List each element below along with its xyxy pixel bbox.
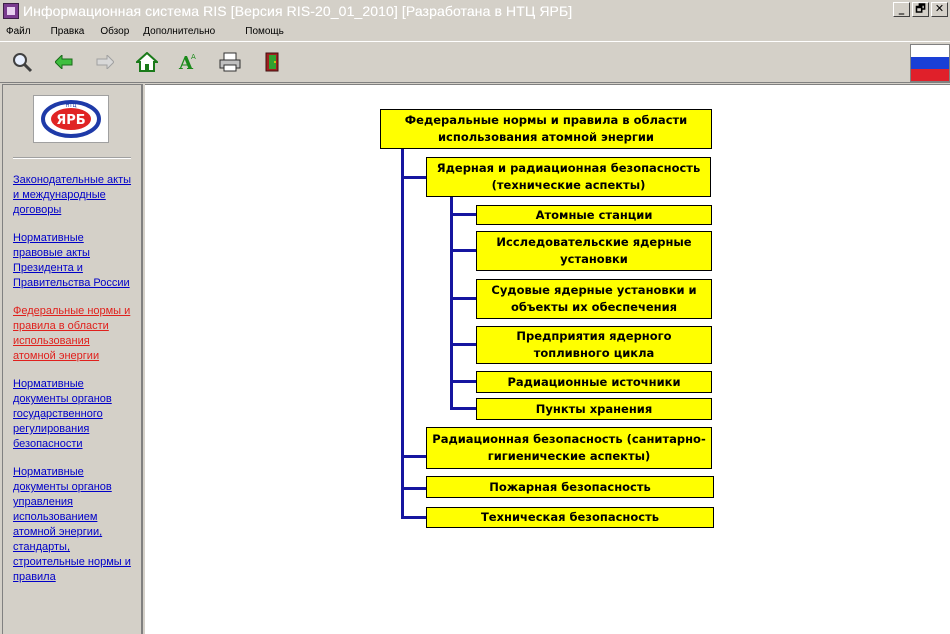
menu-view[interactable]: Обзор <box>100 25 130 37</box>
svg-text:A: A <box>191 53 196 61</box>
connector-main-vertical <box>401 149 404 518</box>
diagram-root-box[interactable]: Федеральные нормы и правила в области ис… <box>380 109 712 149</box>
forward-arrow-icon[interactable] <box>93 50 117 74</box>
connector-level2-0 <box>450 213 476 216</box>
connector-level1-0 <box>401 176 426 179</box>
menu-file[interactable]: Файл <box>6 25 31 37</box>
menu-edit[interactable]: Правка <box>50 25 85 37</box>
sidebar-link-laws[interactable]: Законодательные акты и международные дог… <box>13 174 132 216</box>
logo-text: ЯРБ <box>56 113 85 128</box>
sidebar-link-regulatory-docs[interactable]: Нормативные документы органов государств… <box>13 378 112 450</box>
menu-bar: Файл Правка Обзор Дополнительно Помощь <box>0 22 950 40</box>
window-controls: _ 🗗 ✕ <box>893 2 948 17</box>
maximize-button[interactable]: 🗗 <box>912 2 929 17</box>
sidebar-link-president-acts[interactable]: Нормативные правовые акты Президента и П… <box>13 232 130 289</box>
content-area: Федеральные нормы и правила в области ис… <box>145 84 950 634</box>
sidebar-nav: Законодательные акты и международные дог… <box>13 173 135 598</box>
menu-extra[interactable]: Дополнительно <box>143 25 216 37</box>
connector-level1-3 <box>401 516 426 519</box>
diagram-node-fire-safety[interactable]: Пожарная безопасность <box>426 476 714 498</box>
diagram-node-storage[interactable]: Пункты хранения <box>476 398 712 420</box>
title-bar: Информационная система RIS [Версия RIS-2… <box>0 0 950 21</box>
logo-small-text: НТЦ <box>66 103 77 109</box>
diagram-node-nuclear-safety[interactable]: Ядерная и радиационная безопасность (тех… <box>426 157 711 197</box>
back-arrow-icon[interactable] <box>52 50 76 74</box>
minimize-button[interactable]: _ <box>893 2 910 17</box>
sidebar-link-federal-norms[interactable]: Федеральные нормы и правила в области ис… <box>13 305 131 362</box>
exit-door-icon[interactable] <box>260 50 284 74</box>
connector-level2-5 <box>450 407 476 410</box>
menu-help[interactable]: Помощь <box>245 25 284 37</box>
diagram-node-radiation-sources[interactable]: Радиационные источники <box>476 371 712 393</box>
logo: НТЦ ЯРБ <box>33 95 109 143</box>
search-icon[interactable] <box>10 50 34 74</box>
window-title: Информационная система RIS [Версия RIS-2… <box>23 2 573 19</box>
connector-sub-vertical <box>450 197 453 410</box>
connector-level2-4 <box>450 380 476 383</box>
close-button[interactable]: ✕ <box>931 2 948 17</box>
app-icon <box>3 2 19 19</box>
sidebar-divider <box>13 157 131 159</box>
diagram-node-fuel-cycle[interactable]: Предприятия ядерного топливного цикла <box>476 326 712 364</box>
diagram-node-nuclear-plants[interactable]: Атомные станции <box>476 205 712 225</box>
diagram-node-radiation-safety[interactable]: Радиационная безопасность (санитарно-гиг… <box>426 427 712 469</box>
connector-level2-2 <box>450 297 476 300</box>
print-icon[interactable] <box>218 50 242 74</box>
diagram-node-ship-reactors[interactable]: Судовые ядерные установки и объекты их о… <box>476 279 712 319</box>
diagram-node-technical-safety[interactable]: Техническая безопасность <box>426 507 714 528</box>
svg-text:A: A <box>178 53 194 73</box>
connector-level1-1 <box>401 455 426 458</box>
sidebar: НТЦ ЯРБ Законодательные акты и междунаро… <box>2 84 143 634</box>
connector-level1-2 <box>401 487 426 490</box>
connector-level2-3 <box>450 343 476 346</box>
diagram-node-research-reactors[interactable]: Исследовательские ядерные установки <box>476 231 712 271</box>
connector-level2-1 <box>450 249 476 252</box>
sidebar-link-management-docs[interactable]: Нормативные документы органов управления… <box>13 466 131 583</box>
language-flag-icon[interactable] <box>910 44 950 82</box>
home-icon[interactable] <box>135 50 159 74</box>
